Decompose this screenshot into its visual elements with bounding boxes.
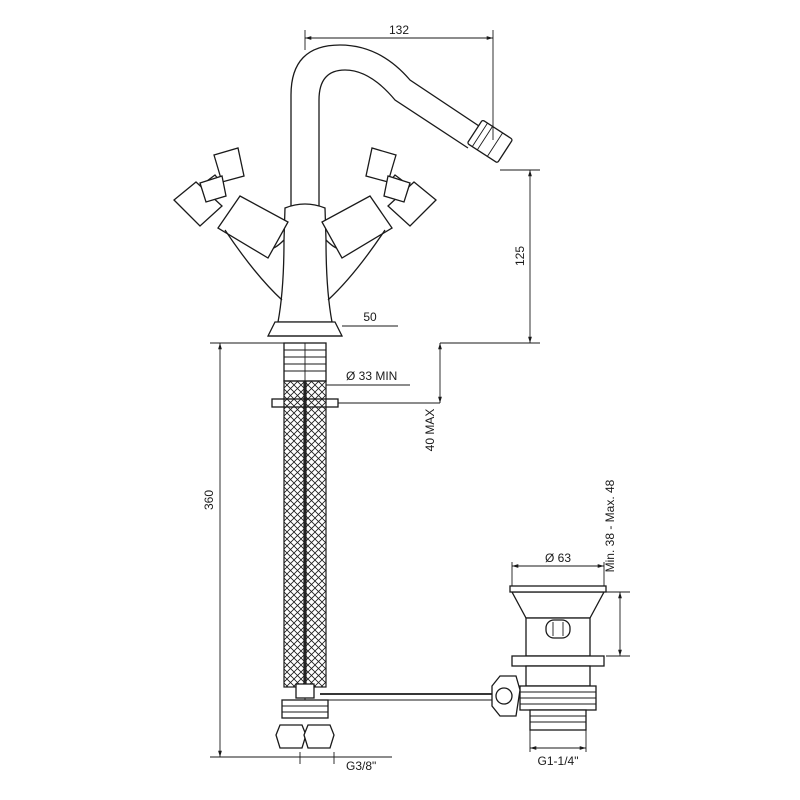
pop-up-waste	[491, 585, 607, 731]
label-waste-diameter: Ø 63	[545, 551, 571, 565]
dimension-lines	[210, 30, 630, 764]
label-hole-diameter: Ø 33 MIN	[346, 369, 397, 383]
label-waste-range: Min. 38 - Max. 48	[603, 479, 617, 572]
label-360: 360	[202, 490, 216, 510]
label-50: 50	[363, 310, 377, 324]
faucet	[173, 44, 513, 749]
label-125: 125	[513, 246, 527, 266]
label-hose-thread: G3/8"	[346, 759, 376, 773]
label-132: 132	[389, 23, 409, 37]
hose-nut-right	[303, 724, 335, 749]
aerator	[467, 119, 513, 163]
label-deck-thickness: 40 MAX	[423, 409, 437, 452]
label-waste-thread: G1-1/4"	[538, 754, 579, 768]
left-handle	[173, 147, 289, 301]
right-handle	[321, 147, 437, 301]
dimension-labels: 132 125 50 Ø 33 MIN 40 MAX 360 G3/8" Ø 6…	[202, 23, 617, 773]
spout	[290, 44, 483, 210]
faucet-body	[277, 203, 333, 323]
hose-nut-left	[275, 724, 307, 749]
hose-left	[283, 380, 305, 688]
base-flange	[266, 321, 344, 337]
hose-right	[305, 380, 327, 688]
